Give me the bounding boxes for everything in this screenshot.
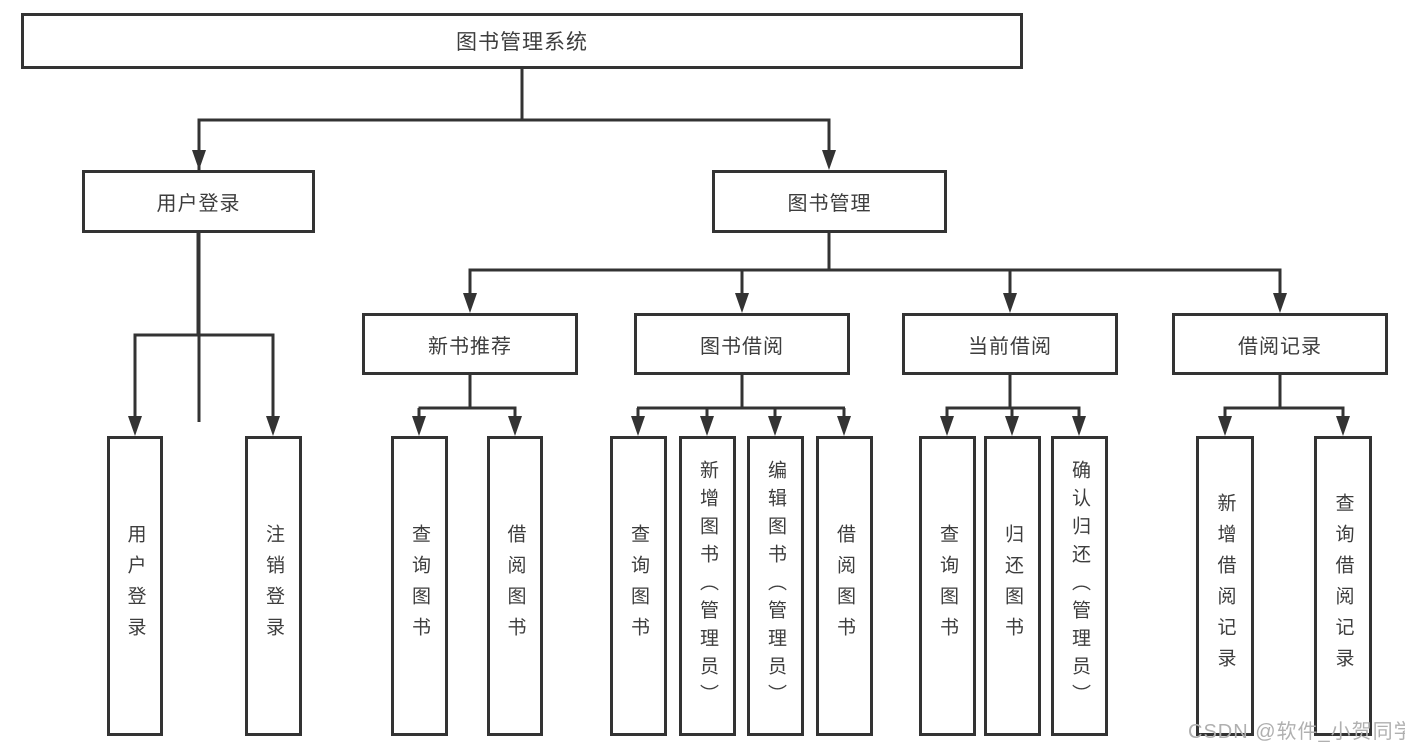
node-book-management: 图书管理: [712, 170, 947, 233]
leaf-confirm-return-admin: 确认归还（管理员）: [1051, 436, 1108, 736]
connector-userlogin-to-leaves: [133, 232, 275, 422]
leaf-label: 归还图书: [1002, 524, 1023, 648]
node-new-book-recommendation: 新书推荐: [362, 313, 578, 375]
leaf-add-books-admin: 新增图书（管理员）: [679, 436, 736, 736]
leaf-return-books: 归还图书: [984, 436, 1041, 736]
leaf-logout: 注销登录: [245, 436, 302, 736]
connector-bookmgmt-to-level3: [468, 232, 1282, 298]
arrow-down: [508, 416, 522, 436]
connector-borrowrecords-to-leaves: [1223, 375, 1345, 422]
node-current-borrowing: 当前借阅: [902, 313, 1118, 375]
leaf-borrow-books-2: 借阅图书: [816, 436, 873, 736]
leaf-label: 借阅图书: [504, 524, 526, 648]
leaf-label: 查询图书: [937, 524, 958, 648]
arrow-down: [768, 416, 782, 436]
arrow-down: [1273, 293, 1287, 313]
leaf-label: 查询借阅记录: [1332, 493, 1354, 679]
leaf-label: 查询图书: [409, 524, 430, 648]
leaf-borrow-books-1: 借阅图书: [487, 436, 543, 736]
connector-newbookrec-to-leaves: [417, 375, 517, 422]
leaf-edit-books-admin: 编辑图书（管理员）: [747, 436, 804, 736]
leaf-user-login: 用户登录: [107, 436, 163, 736]
leaf-label: 查询图书: [628, 524, 649, 648]
arrow-down: [1336, 416, 1350, 436]
leaf-query-books-1: 查询图书: [391, 436, 448, 736]
leaf-query-books-2: 查询图书: [610, 436, 667, 736]
leaf-label: 新增借阅记录: [1214, 493, 1236, 679]
arrow-down: [837, 416, 851, 436]
node-user-login: 用户登录: [82, 170, 315, 233]
leaf-label: 编辑图书（管理员）: [765, 460, 786, 712]
arrow-down: [412, 416, 426, 436]
leaf-label: 借阅图书: [834, 524, 855, 648]
leaf-add-borrow-record: 新增借阅记录: [1196, 436, 1254, 736]
arrow-down: [700, 416, 714, 436]
connector-bookborrow-to-leaves: [636, 375, 846, 422]
arrow-down: [1005, 416, 1019, 436]
leaf-label: 新增图书（管理员）: [697, 460, 718, 712]
arrow-down: [735, 293, 749, 313]
leaf-label: 用户登录: [124, 524, 146, 648]
arrow-down: [631, 416, 645, 436]
connector-currentborrow-to-leaves: [945, 375, 1081, 422]
arrow-down: [266, 416, 280, 436]
leaf-label: 注销登录: [263, 524, 284, 648]
leaf-query-books-3: 查询图书: [919, 436, 976, 736]
leaf-query-borrow-record: 查询借阅记录: [1314, 436, 1372, 736]
node-book-borrowing: 图书借阅: [634, 313, 850, 375]
arrow-down: [940, 416, 954, 436]
arrow-down: [463, 293, 477, 313]
arrow-down: [1218, 416, 1232, 436]
arrow-down: [192, 150, 206, 170]
arrow-down: [822, 150, 836, 170]
csdn-watermark: CSDN @软件_小贺同学: [1188, 721, 1405, 743]
node-borrowing-records: 借阅记录: [1172, 313, 1388, 375]
arrow-down: [1003, 293, 1017, 313]
leaf-label: 确认归还（管理员）: [1069, 460, 1090, 712]
node-library-management-system: 图书管理系统: [21, 13, 1023, 69]
arrow-down: [128, 416, 142, 436]
arrow-down: [1072, 416, 1086, 436]
